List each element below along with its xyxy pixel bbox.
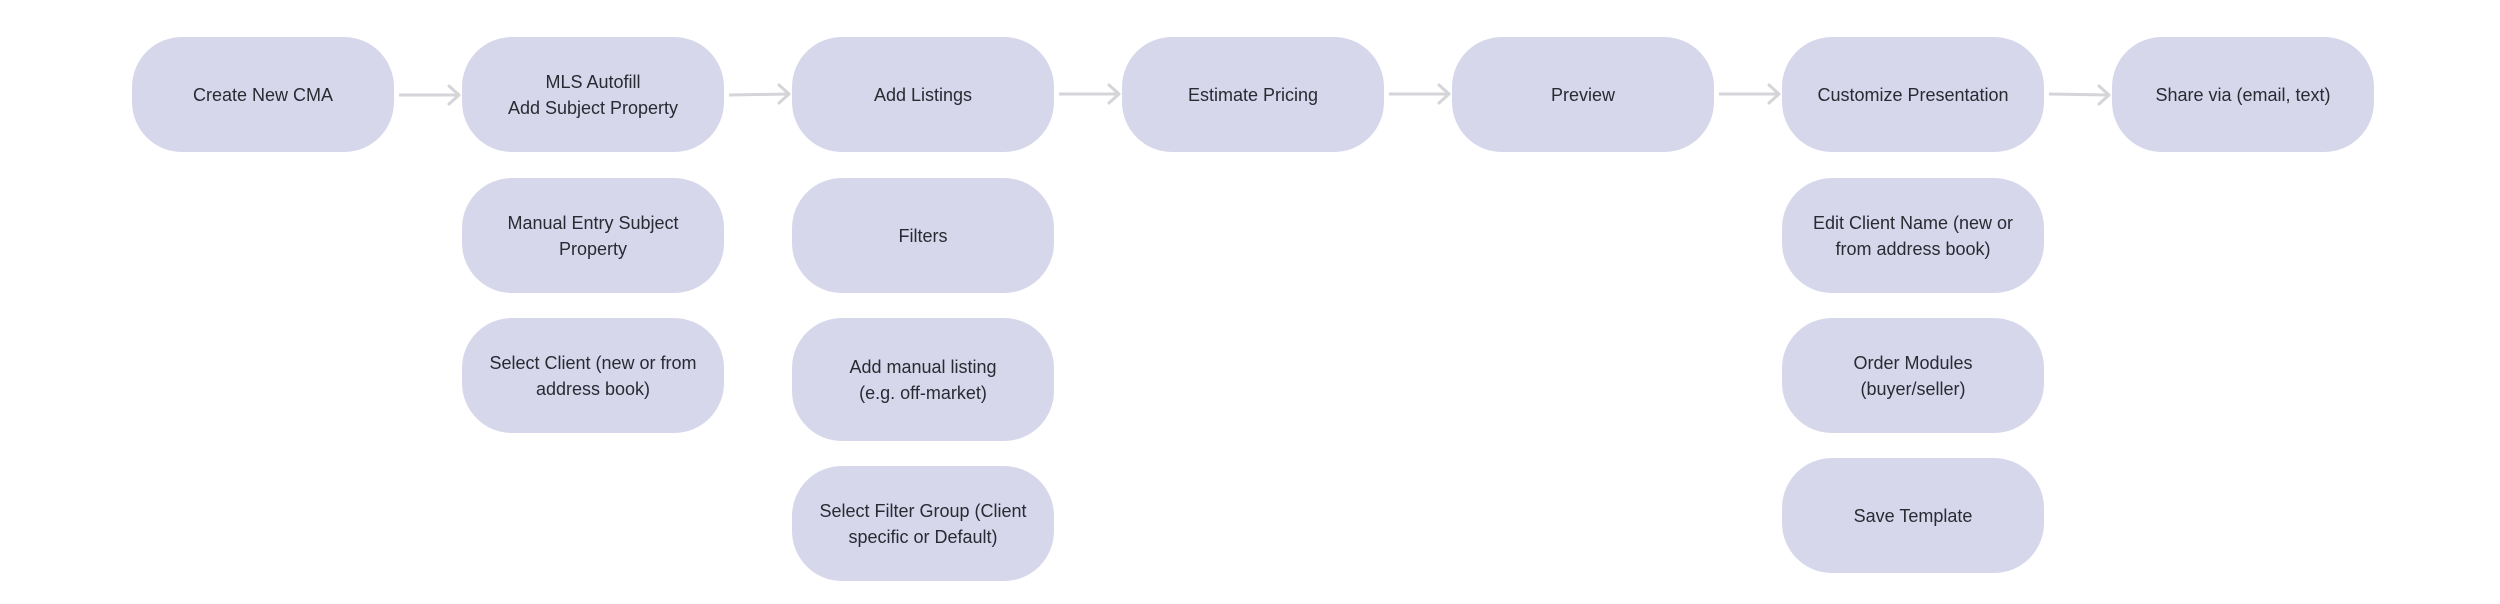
step-label: MLS Autofill Add Subject Property [507,71,679,118]
step-customize-presentation[interactable]: Customize Presentation [1782,37,2044,152]
substep-edit-client-name[interactable]: Edit Client Name (new or from address bo… [1782,178,2044,293]
arrow-listings-to-pricing [1059,83,1121,105]
substep-save-template[interactable]: Save Template [1782,458,2044,573]
substep-label: Add manual listing (e.g. off-market) [849,356,997,403]
substep-label: Manual Entry Subject Property [507,212,679,259]
substep-manual-entry[interactable]: Manual Entry Subject Property [462,178,724,293]
substep-filters[interactable]: Filters [792,178,1054,293]
arrow-mls-to-listings [728,83,791,105]
step-create-new-cma[interactable]: Create New CMA [132,37,394,152]
arrow-customize-to-share [2048,84,2111,106]
step-estimate-pricing[interactable]: Estimate Pricing [1122,37,1384,152]
step-label: Preview [1550,84,1616,105]
substep-add-manual-listing[interactable]: Add manual listing (e.g. off-market) [792,318,1054,441]
substep-label: Order Modules (buyer/seller) [1853,352,1973,399]
substep-label: Select Filter Group (Client specific or … [819,500,1027,547]
substep-select-client[interactable]: Select Client (new or from address book) [462,318,724,433]
arrow-preview-to-customize [1719,83,1781,105]
substep-label: Select Client (new or from address book) [489,352,697,399]
substep-label: Filters [898,225,948,246]
arrow-pricing-to-preview [1389,83,1451,105]
step-label: Share via (email, text) [2155,84,2331,105]
substep-label: Edit Client Name (new or from address bo… [1812,212,2014,259]
step-share[interactable]: Share via (email, text) [2112,37,2374,152]
arrow-create-to-mls [399,84,461,106]
step-preview[interactable]: Preview [1452,37,1714,152]
step-label: Create New CMA [192,84,334,105]
step-add-listings[interactable]: Add Listings [792,37,1054,152]
substep-select-filter-group[interactable]: Select Filter Group (Client specific or … [792,466,1054,581]
step-label: Estimate Pricing [1187,84,1319,105]
substep-label: Save Template [1853,505,1973,526]
step-label: Customize Presentation [1817,84,2009,105]
substep-order-modules[interactable]: Order Modules (buyer/seller) [1782,318,2044,433]
step-label: Add Listings [873,84,973,105]
step-mls-autofill[interactable]: MLS Autofill Add Subject Property [462,37,724,152]
